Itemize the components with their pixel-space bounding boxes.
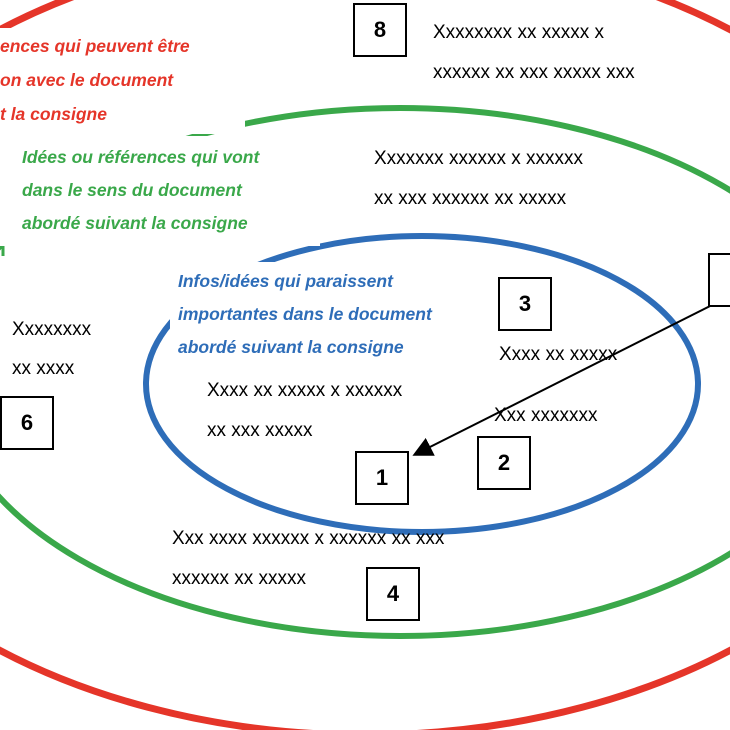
outer-legend-backdrop bbox=[0, 28, 245, 134]
legend-outer-line-1: ences qui peuvent être bbox=[0, 36, 190, 56]
legend-outer-line-3: t la consigne bbox=[0, 104, 107, 124]
placeholder-6-line-2: xx xxxx bbox=[12, 358, 75, 379]
placeholder-2: Xxx xxxxxxx bbox=[494, 405, 598, 426]
placeholder-4-line-1: Xxx xxxx xxxxxx x xxxxxx xx xxx bbox=[172, 528, 445, 549]
arrow-line bbox=[412, 295, 730, 456]
legend-inner-line-1: Infos/idées qui paraissent bbox=[178, 271, 393, 291]
middle-legend-backdrop bbox=[0, 136, 320, 246]
placeholder-middle-top-line-1: Xxxxxxx xxxxxx x xxxxxx bbox=[374, 148, 584, 169]
number-box-partial bbox=[708, 253, 730, 307]
placeholder-1-line-1: Xxxx xx xxxxx x xxxxxx bbox=[207, 380, 403, 401]
placeholder-4-line-2: xxxxxx xx xxxxx bbox=[172, 568, 307, 589]
inner-legend-backdrop bbox=[170, 262, 470, 364]
placeholder-6-line-1: Xxxxxxxx bbox=[12, 319, 92, 340]
legend-middle-line-1: Idées ou références qui vont bbox=[22, 147, 260, 167]
number-box-3: 3 bbox=[498, 277, 552, 331]
placeholder-8-line-1: Xxxxxxxx xx xxxxx x bbox=[433, 22, 605, 43]
legend-outer-line-2: on avec le document bbox=[0, 70, 174, 90]
legend-middle-line-2: dans le sens du document bbox=[22, 180, 242, 200]
number-box-6: 6 bbox=[0, 396, 54, 450]
number-box-8: 8 bbox=[353, 3, 407, 57]
legend-middle-line-3: abordé suivant la consigne bbox=[22, 213, 248, 233]
placeholder-1-line-2: xx xxx xxxxx bbox=[207, 420, 313, 441]
placeholder-8-line-2: xxxxxx xx xxx xxxxx xxx bbox=[433, 62, 635, 83]
middle-ring bbox=[0, 105, 730, 639]
placeholder-3: Xxxx xx xxxxx bbox=[499, 344, 618, 365]
placeholder-middle-top-line-2: xx xxx xxxxxx xx xxxxx bbox=[374, 188, 567, 209]
number-box-4: 4 bbox=[366, 567, 420, 621]
legend-inner-line-2: importantes dans le document bbox=[178, 304, 432, 324]
legend-inner-line-3: abordé suivant la consigne bbox=[178, 337, 404, 357]
number-box-2: 2 bbox=[477, 436, 531, 490]
number-box-1: 1 bbox=[355, 451, 409, 505]
inner-ring bbox=[143, 233, 701, 535]
